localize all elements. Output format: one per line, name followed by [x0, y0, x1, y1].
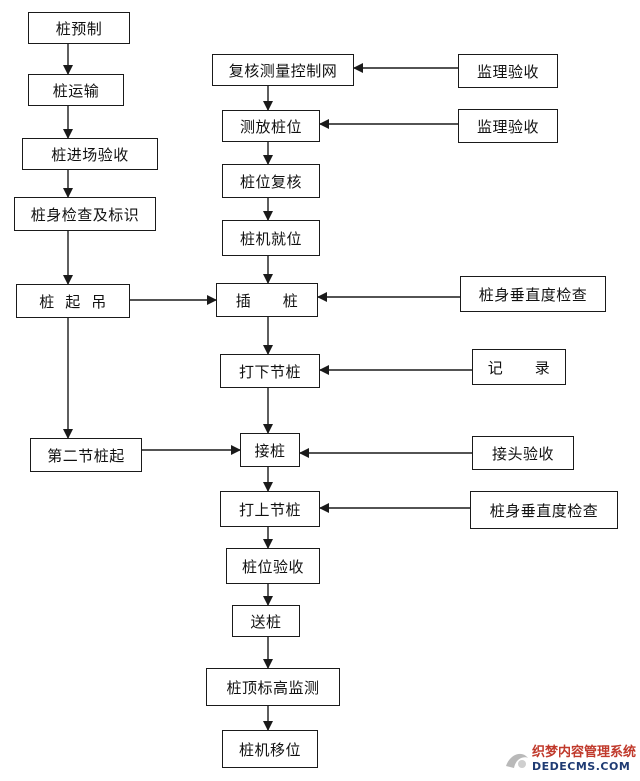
node-drive-upper-pile: 打上节桩 [220, 491, 320, 527]
node-follow-pile: 送桩 [232, 605, 300, 637]
watermark-logo-icon [506, 753, 528, 768]
node-supervision-accept-2: 监理验收 [458, 109, 558, 143]
node-pile-prefab: 桩预制 [28, 12, 130, 44]
node-joint-accept: 接头验收 [472, 436, 574, 470]
node-verticality-check-1: 桩身垂直度检查 [460, 276, 606, 312]
node-recheck-control-net: 复核测量控制网 [212, 54, 354, 86]
node-rig-in-position: 桩机就位 [222, 220, 320, 256]
node-rig-relocate: 桩机移位 [222, 730, 318, 768]
node-layout-pile-position: 测放桩位 [222, 110, 320, 142]
node-second-pile-lift: 第二节桩起 [30, 438, 142, 472]
node-pile-body-check-mark: 桩身检查及标识 [14, 197, 156, 231]
watermark-cn-text: 织梦内容管理系统 [532, 745, 637, 760]
node-pile-lift: 桩 起 吊 [16, 284, 130, 318]
node-insert-pile: 插 桩 [216, 283, 318, 317]
node-record: 记 录 [472, 349, 566, 385]
node-pile-transport: 桩运输 [28, 74, 124, 106]
node-pile-position-recheck: 桩位复核 [222, 164, 320, 198]
node-supervision-accept-1: 监理验收 [458, 54, 558, 88]
node-splice-pile: 接桩 [240, 433, 300, 467]
node-drive-lower-pile: 打下节桩 [220, 354, 320, 388]
node-pile-position-accept: 桩位验收 [226, 548, 320, 584]
node-verticality-check-2: 桩身垂直度检查 [470, 491, 618, 529]
watermark-en-text: DEDECMS.COM [532, 760, 631, 773]
node-pile-top-elevation: 桩顶标高监测 [206, 668, 340, 706]
node-pile-site-accept: 桩进场验收 [22, 138, 158, 170]
